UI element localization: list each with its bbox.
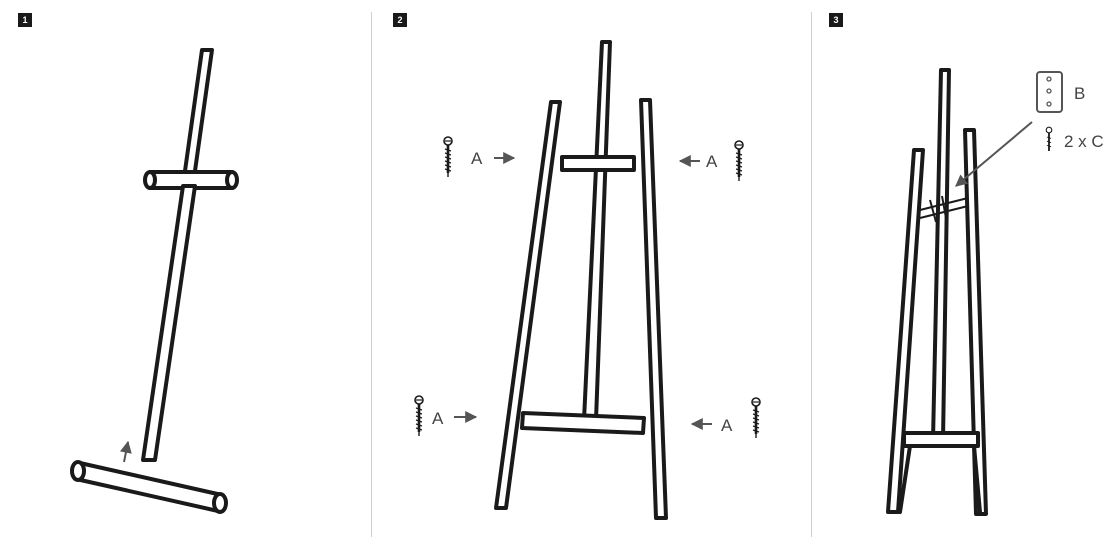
up-arrow-1: [119, 440, 132, 463]
screw-icon-a2: [733, 139, 745, 183]
left-leg: [494, 100, 562, 510]
bottom-crossbar-2: [520, 411, 646, 435]
panel-3-drawing: [886, 68, 988, 516]
screw-icon-c: [1045, 126, 1053, 151]
label-a4: A: [721, 416, 733, 435]
screw-icon-a1: [442, 135, 454, 179]
mast-lower: [141, 184, 197, 462]
screw-icon-a3: [413, 394, 425, 438]
mast-upper: [182, 48, 214, 180]
pointer-line: [955, 121, 1033, 187]
center-mast-3: [931, 68, 951, 442]
right-leg: [639, 98, 668, 520]
label-a1: A: [471, 149, 483, 168]
panel-2-drawing: [494, 40, 668, 520]
label-a3: A: [432, 409, 444, 428]
panel-divider-1: [371, 12, 372, 537]
top-crossbar-2: [560, 155, 636, 172]
label-b: B: [1074, 84, 1085, 103]
panel-divider-2: [811, 12, 812, 537]
right-leg-3: [963, 128, 988, 516]
bracket-b-icon: [1036, 71, 1063, 113]
step-badge-3: 3: [829, 13, 843, 27]
bottom-crossbar-3: [902, 431, 980, 448]
step-badge-2: 2: [393, 13, 407, 27]
screw-icon-a4: [750, 396, 762, 440]
step-badge-1: 1: [18, 13, 32, 27]
left-leg-3: [886, 148, 925, 514]
label-c: 2 x C: [1064, 132, 1104, 151]
bottom-crossbar: [74, 461, 224, 513]
label-a2: A: [706, 152, 718, 171]
panel-1-drawing: [70, 48, 239, 514]
hinge-bracket: [919, 195, 969, 223]
center-mast: [582, 40, 612, 422]
